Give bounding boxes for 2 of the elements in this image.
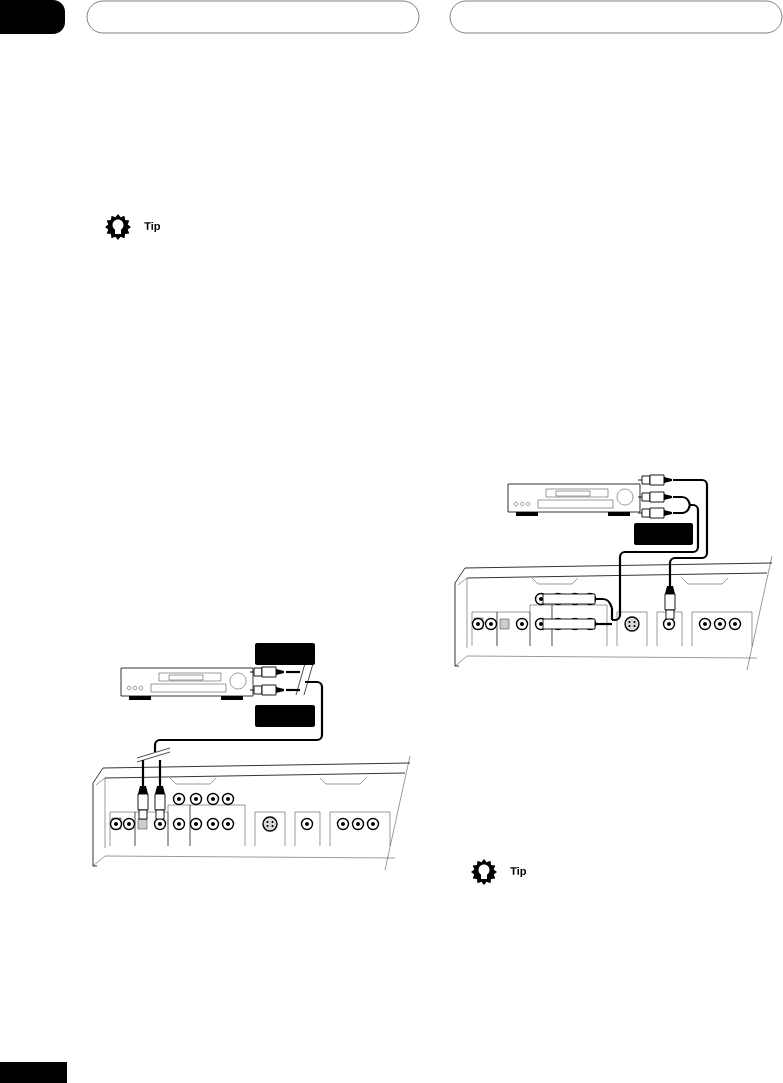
tip-heading: Tip bbox=[144, 221, 161, 233]
tip-heading: Tip bbox=[510, 866, 527, 878]
